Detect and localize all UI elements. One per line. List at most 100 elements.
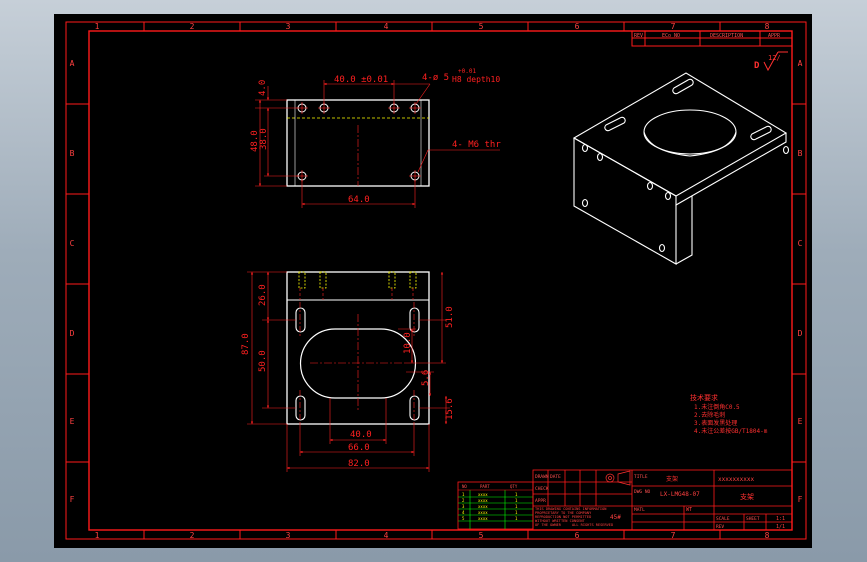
dim-top-hole: 4-ø 5 <box>422 73 449 83</box>
rev-header: ECo NO <box>662 33 680 39</box>
col-label: 6 <box>575 531 580 540</box>
svg-text:1: 1 <box>515 510 518 515</box>
dim-front-82: 82.0 <box>348 459 370 469</box>
svg-text:3: 3 <box>462 504 465 509</box>
svg-text:DWG NO: DWG NO <box>634 489 651 495</box>
technical-notes: 技术要求 1.未注倒角C0.5 2.去除毛刺 3.表面发黑处理 4.未注公差按G… <box>690 393 768 435</box>
col-label: 7 <box>671 22 676 31</box>
part-name-left: 支架 <box>666 475 678 483</box>
front-view: 87.0 26.0 50.0 51.0 10.0 5.6 15.6 40.0 6… <box>241 271 455 472</box>
svg-text:MATL: MATL <box>634 507 645 513</box>
svg-text:PART: PART <box>480 484 490 489</box>
svg-text:D: D <box>754 61 760 71</box>
frame-column-ticks <box>66 22 806 539</box>
revision-block: REV ECo NO DESCRIPTION APPR <box>631 30 793 47</box>
row-label: E <box>70 417 75 426</box>
dim-front-40: 40.0 <box>350 430 372 440</box>
svg-text:REV: REV <box>716 524 724 530</box>
col-label: 2 <box>190 22 195 31</box>
row-label: A <box>70 59 75 68</box>
svg-text:xxxx: xxxx <box>478 504 488 509</box>
dim-top-48: 48.0 <box>250 130 260 152</box>
drawing-frame <box>65 21 807 540</box>
svg-text:1.未注倒角C0.5: 1.未注倒角C0.5 <box>694 403 740 411</box>
svg-text:CHECK: CHECK <box>535 486 549 492</box>
svg-text:DRAWN: DRAWN <box>535 474 549 480</box>
svg-text:1: 1 <box>515 498 518 503</box>
svg-text:xxxx: xxxx <box>478 510 488 515</box>
svg-text:PROPRIETARY TO THE COMPANY: PROPRIETARY TO THE COMPANY <box>535 511 592 515</box>
svg-text:ALL RIGHTS RESERVED: ALL RIGHTS RESERVED <box>572 523 613 527</box>
col-label: 2 <box>190 531 195 540</box>
scale-value: 1:1 <box>776 516 785 522</box>
svg-text:4: 4 <box>462 510 465 515</box>
cad-drawing: 1 2 3 4 5 6 7 8 1 2 3 4 5 6 7 8 A B C D … <box>65 21 807 540</box>
row-label: D <box>70 329 75 338</box>
row-label: F <box>70 495 75 504</box>
svg-text:1: 1 <box>515 516 518 521</box>
row-label: F <box>798 495 803 504</box>
row-label: C <box>798 239 803 248</box>
col-label: 5 <box>479 531 484 540</box>
svg-text:1: 1 <box>515 504 518 509</box>
title-block: DRAWN CHECK APPR DATE TITLE DWG NO MATL … <box>532 469 793 531</box>
svg-text:12/: 12/ <box>768 54 781 62</box>
row-label: C <box>70 239 75 248</box>
svg-text:APPR: APPR <box>535 498 546 504</box>
col-label: 4 <box>384 22 389 31</box>
dim-top-64: 64.0 <box>348 195 370 205</box>
svg-text:QTY: QTY <box>510 484 518 489</box>
row-label: B <box>70 149 75 158</box>
col-label: 8 <box>765 22 770 31</box>
col-label: 6 <box>575 22 580 31</box>
rev-header: REV <box>634 33 643 39</box>
isometric-view <box>572 72 790 265</box>
svg-text:1: 1 <box>462 492 465 497</box>
svg-text:2.去除毛刺: 2.去除毛刺 <box>694 411 725 419</box>
dim-top-hole-tol: +0.01 <box>458 68 476 75</box>
rev-header: DESCRIPTION <box>710 33 743 39</box>
svg-text:xxxx: xxxx <box>478 492 488 497</box>
col-label: 1 <box>95 531 100 540</box>
svg-text:3.表面发黑处理: 3.表面发黑处理 <box>694 419 737 427</box>
surface-finish-symbol: D 12/ <box>754 51 788 72</box>
weight-label: WT <box>686 507 692 513</box>
material: 45# <box>610 514 621 521</box>
svg-text:1: 1 <box>515 492 518 497</box>
dim-front-26: 26.0 <box>258 284 268 306</box>
drawing-number: LX-LMG48-07 <box>660 491 700 498</box>
svg-text:xxxx: xxxx <box>478 498 488 503</box>
svg-text:技术要求: 技术要求 <box>690 393 718 402</box>
sheet-value: 1/1 <box>776 524 785 530</box>
svg-text:xxxx: xxxx <box>478 516 488 521</box>
row-label: D <box>798 329 803 338</box>
dim-top-4: 4.0 <box>258 80 268 96</box>
col-label: 4 <box>384 531 389 540</box>
projection-symbol-icon <box>605 470 631 486</box>
col-label: 8 <box>765 531 770 540</box>
dim-front-87: 87.0 <box>241 333 251 355</box>
svg-text:REPRODUCTION NOT PERMITTED: REPRODUCTION NOT PERMITTED <box>535 515 591 519</box>
rev-header: APPR <box>768 33 781 39</box>
svg-text:DATE: DATE <box>550 474 561 480</box>
col-label: 3 <box>286 22 291 31</box>
dim-front-15-6: 15.6 <box>445 398 455 420</box>
dim-top-thread: 4- M6 thr <box>452 140 501 150</box>
dim-front-5-6: 5.6 <box>421 370 431 386</box>
part-name: 支架 <box>740 492 754 501</box>
drawing-sheet: 1 2 3 4 5 6 7 8 1 2 3 4 5 6 7 8 A B C D … <box>54 14 812 548</box>
svg-text:SCALE: SCALE <box>716 516 730 522</box>
dim-top-hole-depth: H8 depth10 <box>452 75 500 84</box>
svg-text:SHEET: SHEET <box>746 516 760 522</box>
col-label: 3 <box>286 531 291 540</box>
svg-text:NO: NO <box>462 484 467 489</box>
col-label: 1 <box>95 22 100 31</box>
svg-text:5: 5 <box>462 516 465 521</box>
top-view: 40.0 ±0.01 4-ø 5 H8 depth10 +0.01 4- M6 … <box>250 68 501 208</box>
dim-front-50: 50.0 <box>258 350 268 372</box>
row-label: E <box>798 417 803 426</box>
row-label: B <box>798 149 803 158</box>
svg-text:2: 2 <box>462 498 465 503</box>
dim-front-10: 10.0 <box>403 332 413 354</box>
